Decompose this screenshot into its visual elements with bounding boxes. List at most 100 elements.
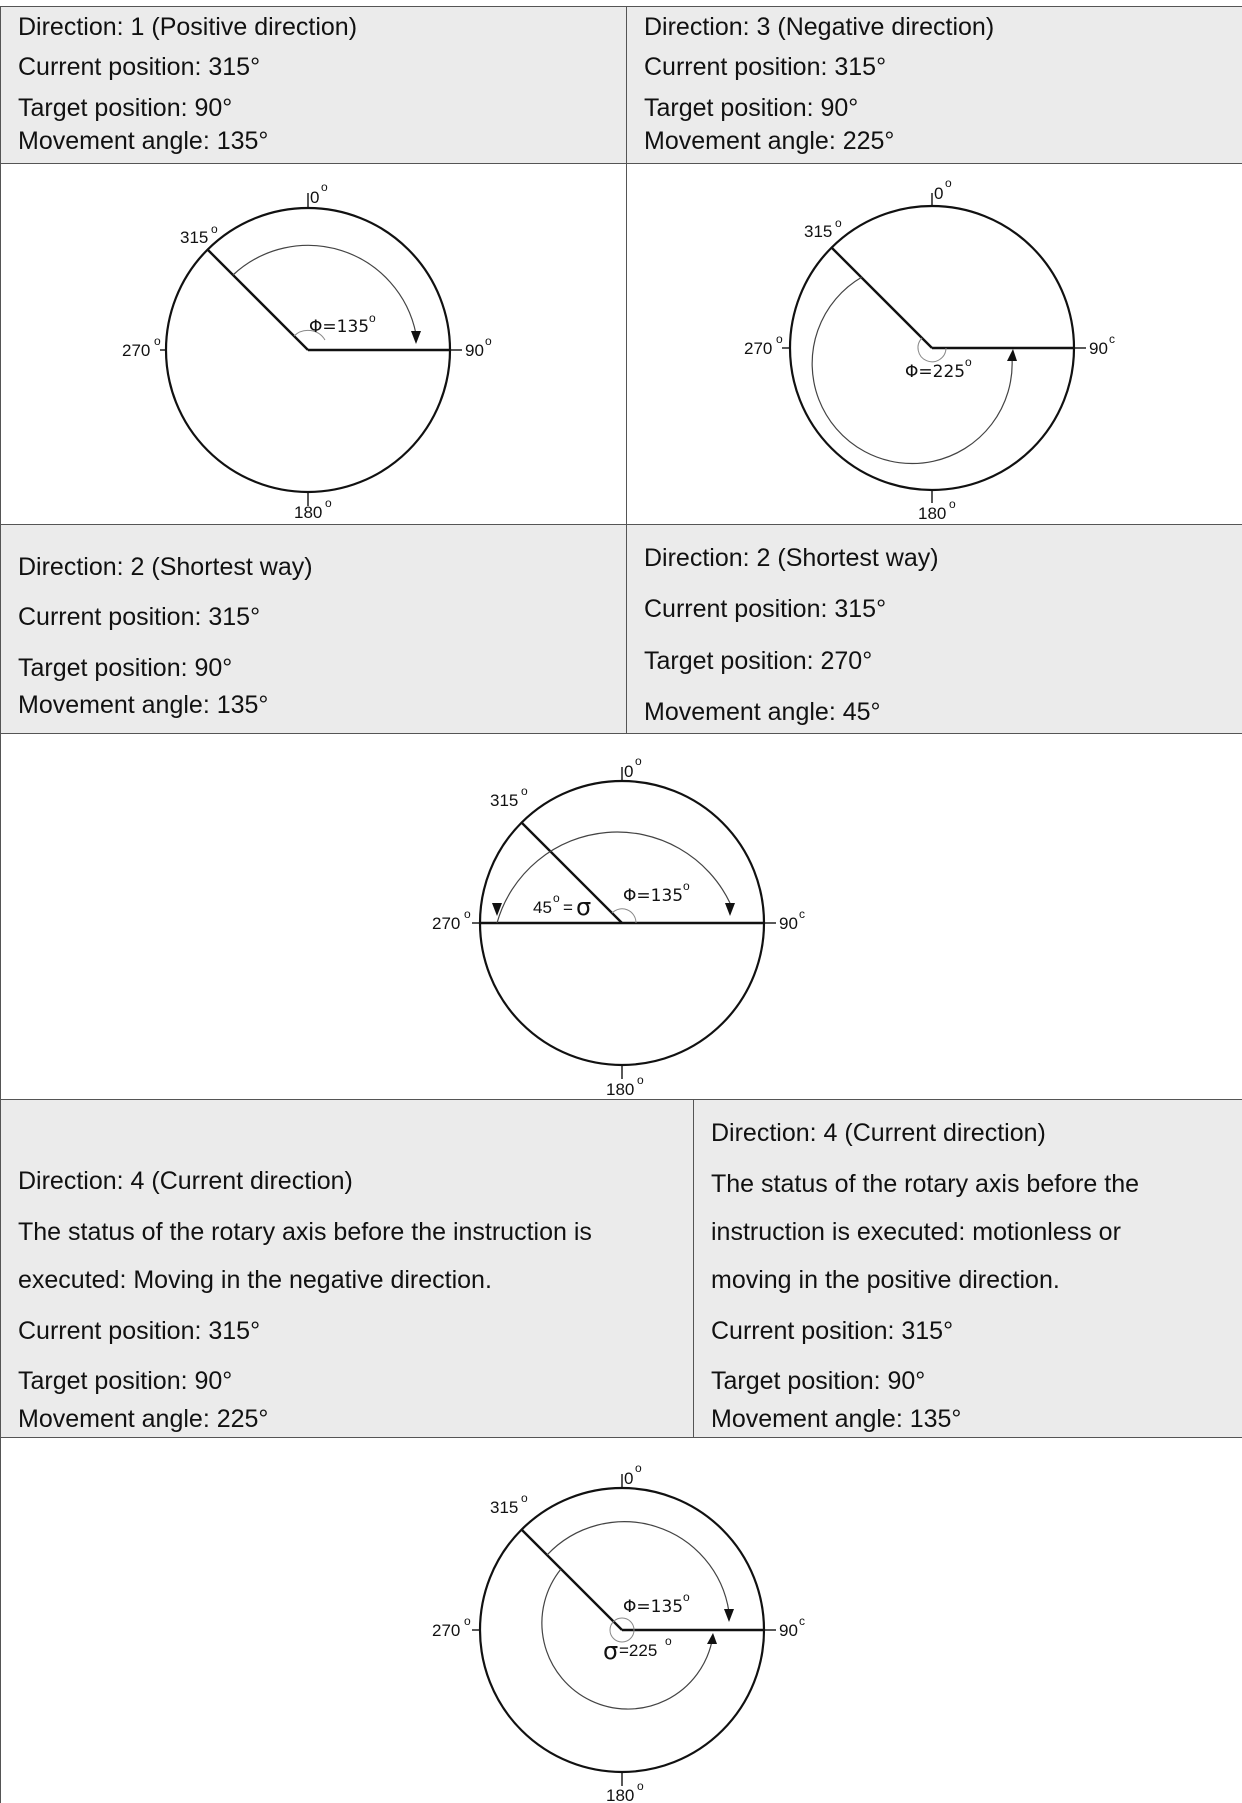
label-315-degree: o [211, 222, 218, 236]
label-0-degree: o [635, 754, 642, 768]
row5-left-cell: Direction: 4 (Current direction) The sta… [0, 1099, 693, 1437]
movement-arc [811, 276, 1013, 465]
direction-text: Direction: 4 (Current direction) [711, 1119, 1046, 1147]
row-divider-3 [0, 733, 1242, 734]
label-180: 180 [606, 1080, 634, 1099]
label-270: 270 [122, 341, 150, 360]
direction-text: Direction: 1 (Positive direction) [18, 13, 358, 41]
label-90-degree: c [799, 907, 805, 921]
current-position-text: Current position: 315° [18, 603, 261, 631]
sigma-degree: o [665, 1634, 672, 1648]
label-315: 315 [804, 222, 832, 241]
current-position-text: Current position: 315° [18, 1317, 261, 1345]
movement-angle-text: Movement angle: 225° [18, 1405, 269, 1433]
sigma-value: 45 [533, 898, 552, 917]
label-315: 315 [490, 791, 518, 810]
diagram-negative-svg: 0 o 315 o 270 o 90 c 180 o Φ=225 o [744, 176, 1115, 523]
direction-text: Direction: 2 (Shortest way) [18, 553, 313, 581]
direction-text: Direction: 4 (Current direction) [18, 1167, 353, 1195]
label-180-degree: o [637, 1779, 644, 1793]
column-divider-bottom [693, 1099, 694, 1437]
sigma-value: =225 [619, 1641, 657, 1660]
target-position-text: Target position: 90° [644, 94, 859, 122]
arrowhead-right [725, 903, 735, 916]
arrowhead-left [492, 903, 502, 916]
row-divider-1 [0, 163, 1242, 164]
sigma-symbol: σ [576, 893, 591, 921]
label-90-degree: o [485, 334, 492, 348]
movement-angle-text: Movement angle: 135° [18, 127, 269, 155]
status-text-line1: The status of the rotary axis before the [711, 1170, 1140, 1198]
status-text-line1: The status of the rotary axis before the… [18, 1218, 592, 1246]
label-90-degree: c [1109, 332, 1115, 346]
movement-arc [232, 244, 417, 335]
inner-movement-arc [541, 1568, 713, 1710]
current-position-text: Current position: 315° [18, 53, 261, 81]
target-position-text: Target position: 90° [18, 94, 233, 122]
label-90: 90 [1089, 339, 1108, 358]
label-0: 0 [624, 1469, 633, 1488]
movement-angle-text: Movement angle: 135° [711, 1405, 962, 1433]
diagram-shortest-svg: 0 o 315 o 270 o 90 c 180 o 45 o = σ Φ=13… [432, 754, 805, 1099]
diagram-positive-svg: 0 o 315 o 270 o 90 o 180 o Φ=135 o [122, 180, 492, 522]
diagram-current-svg: 0 o 315 o 270 o 90 c 180 o Φ=135 o σ =22… [432, 1461, 805, 1803]
label-180: 180 [918, 504, 946, 523]
diagram-current-direction: 0 o 315 o 270 o 90 c 180 o Φ=135 o σ =22… [0, 1437, 1242, 1803]
label-180: 180 [294, 503, 322, 522]
row-divider-2 [0, 524, 1242, 525]
movement-angle-text: Movement angle: 225° [644, 127, 895, 155]
label-0: 0 [310, 188, 319, 207]
label-0: 0 [934, 184, 943, 203]
status-text-line3: moving in the positive direction. [711, 1266, 1060, 1294]
label-180-degree: o [325, 496, 332, 510]
phi-degree: o [683, 879, 690, 893]
label-0-degree: o [635, 1461, 642, 1475]
phi-label: Φ=135 [623, 886, 683, 906]
current-position-text: Current position: 315° [644, 53, 887, 81]
label-270-degree: o [464, 1614, 471, 1628]
label-90-degree: c [799, 1614, 805, 1628]
label-315: 315 [180, 228, 208, 247]
row5-right-cell: Direction: 4 (Current direction) The sta… [693, 1099, 1242, 1437]
label-90: 90 [779, 1621, 798, 1640]
column-divider-top [626, 6, 627, 733]
angle-marker [609, 1617, 635, 1643]
target-position-text: Target position: 90° [18, 654, 233, 682]
sigma-equals: = [563, 898, 573, 917]
outer-arrowhead [724, 1609, 734, 1622]
arrowhead [411, 331, 421, 344]
diagram-negative-direction: 0 o 315 o 270 o 90 c 180 o Φ=225 o [626, 163, 1242, 524]
direction-text: Direction: 3 (Negative direction) [644, 13, 995, 41]
label-270: 270 [432, 914, 460, 933]
row3-right-cell: Direction: 2 (Shortest way) Current posi… [626, 524, 1242, 733]
movement-angle-text: Movement angle: 135° [18, 691, 269, 719]
current-position-radius [520, 821, 623, 924]
movement-angle-text: Movement angle: 45° [644, 698, 881, 726]
label-270-degree: o [464, 907, 471, 921]
diagram-shortest-way: 0 o 315 o 270 o 90 c 180 o 45 o = σ Φ=13… [0, 733, 1242, 1099]
label-315-degree: o [835, 216, 842, 230]
label-315: 315 [490, 1498, 518, 1517]
target-position-text: Target position: 270° [644, 647, 873, 675]
table-border-left [0, 6, 1, 1803]
target-position-text: Target position: 90° [18, 1367, 233, 1395]
label-270: 270 [744, 339, 772, 358]
label-180-degree: o [637, 1073, 644, 1087]
current-position-text: Current position: 315° [711, 1317, 954, 1345]
label-270-degree: o [776, 332, 783, 346]
movement-arc [496, 831, 731, 924]
status-text-line2: executed: Moving in the negative directi… [18, 1266, 492, 1294]
angle-marker [917, 337, 947, 363]
phi-label: Φ=135 [309, 317, 369, 337]
row1-right-cell: Direction: 3 (Negative direction) Curren… [626, 6, 1242, 163]
phi-degree: o [965, 355, 972, 369]
status-text-line2: instruction is executed: motionless or [711, 1218, 1121, 1246]
current-position-radius [206, 248, 309, 351]
label-0: 0 [624, 762, 633, 781]
direction-text: Direction: 2 (Shortest way) [644, 544, 939, 572]
row-divider-4 [0, 1099, 1242, 1100]
diagram-positive-direction: 0 o 315 o 270 o 90 o 180 o Φ=135 o [0, 163, 626, 524]
row1-left-cell: Direction: 1 (Positive direction) Curren… [0, 6, 626, 163]
row-divider-5 [0, 1437, 1242, 1438]
